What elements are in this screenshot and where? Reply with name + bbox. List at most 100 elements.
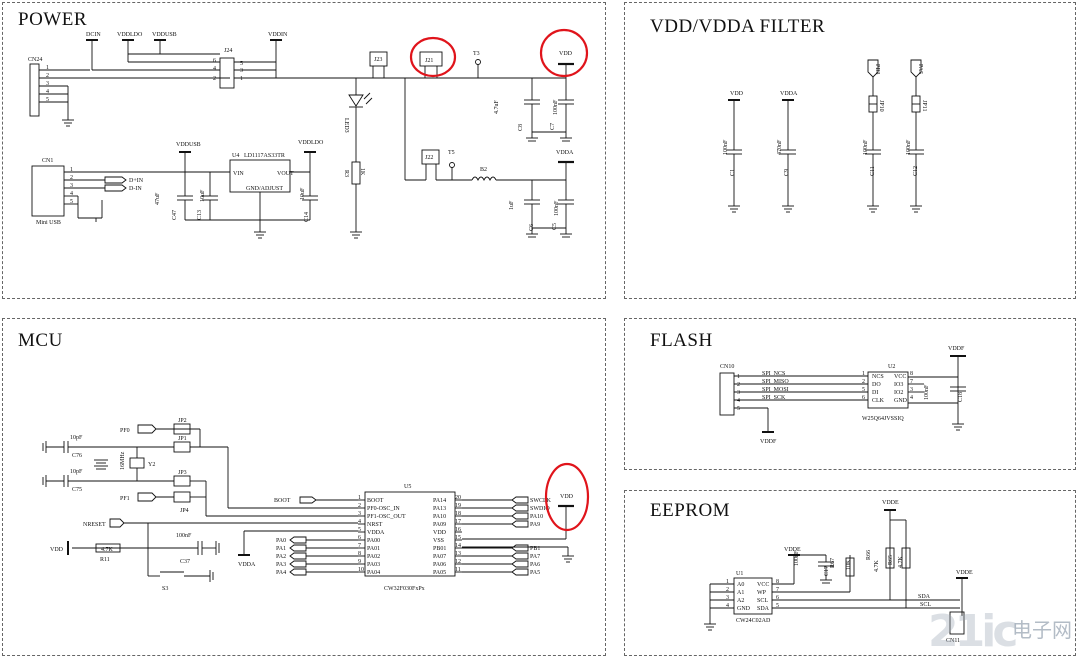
mcu-pin-number: 14 (455, 543, 461, 549)
u1-eeprom-chip (733, 577, 773, 615)
mcu-net-label: BOOT (274, 498, 291, 504)
mcu-schematic: U5 CW32F030FxPx BOOT1BOOTPF0-OSC_IN2PF1-… (42, 418, 590, 592)
mcu-pin-name: PA06 (433, 562, 446, 568)
svg-text:10K: 10K (846, 559, 852, 570)
eeprom-pin-name: WP (757, 590, 767, 596)
flash-panel (624, 318, 1076, 470)
b2-label: B2 (480, 167, 487, 173)
svg-text:3: 3 (70, 183, 73, 189)
svg-text:PF0: PF0 (120, 428, 130, 434)
svg-text:VDDE: VDDE (784, 547, 801, 553)
svg-text:100nF: 100nF (176, 533, 192, 539)
flash-pin-name: DO (872, 382, 881, 388)
flash-pin-number: 7 (910, 379, 913, 385)
eeprom-pin-number: 7 (776, 587, 779, 593)
mcu-pin-name: PA07 (433, 554, 446, 560)
mcu-pin-name: PA01 (367, 546, 380, 552)
t5-testpoint (449, 162, 455, 168)
eeprom-pin-name: VCC (757, 582, 769, 588)
svg-text:6: 6 (213, 58, 216, 64)
mcu-pin-name: PB01 (433, 546, 446, 552)
svg-text:47uF: 47uF (155, 192, 161, 205)
mcu-pin-number: 3 (358, 511, 361, 517)
svg-text:2: 2 (213, 76, 216, 82)
eeprom-pin-number: 1 (726, 579, 729, 585)
svg-text:JP4: JP4 (180, 508, 189, 514)
svg-text:S3: S3 (162, 586, 168, 592)
mcu-net-label: PA5 (530, 570, 540, 576)
mcu-pin-number: 16 (455, 527, 461, 533)
mcu-pin-number: 20 (455, 495, 461, 501)
mcu-pin-number: 6 (358, 535, 361, 541)
mcu-pin-name: PA13 (433, 506, 446, 512)
eeprom-pin-name: A0 (737, 582, 744, 588)
c7-label: C7 (550, 123, 556, 130)
mcu-pin-number: 7 (358, 543, 361, 549)
svg-text:5: 5 (70, 199, 73, 205)
t5-label: T5 (448, 150, 455, 156)
flash-net-label: SPI_MOSI (762, 387, 789, 393)
mcu-pin-number: 2 (358, 503, 361, 509)
svg-text:CW24C02AD: CW24C02AD (736, 618, 771, 624)
r3-value: 1K (359, 168, 365, 176)
flash-net-label: SPI_NCS (762, 371, 785, 377)
svg-text:100nF: 100nF (906, 139, 912, 155)
mcu-net-flag (289, 568, 307, 576)
svg-text:2: 2 (46, 73, 49, 79)
svg-text:R11: R11 (100, 557, 110, 563)
j24-label: J24 (224, 48, 232, 54)
filter-section-title: VDD/VDDA FILTER (650, 16, 826, 37)
vddldo-label: VDDLDO (117, 32, 143, 38)
flash-pin-name: IO2 (894, 390, 903, 396)
mcu-pin-number: 1 (358, 495, 361, 501)
mcu-pin-name: PA03 (367, 562, 380, 568)
svg-text:10pF: 10pF (70, 469, 83, 475)
svg-text:10uF: 10uF (200, 189, 206, 202)
svg-text:VDDA: VDDA (780, 91, 798, 97)
j24-jumper (219, 57, 235, 89)
mcu-pin-number: 11 (455, 567, 461, 573)
u5-mcu (364, 491, 456, 577)
mcu-pin-number: 4 (358, 519, 361, 525)
mcu-pin-number: 15 (455, 535, 461, 541)
svg-text:U2: U2 (888, 364, 895, 370)
t3-testpoint (475, 59, 481, 65)
mcu-net-label: SWCLK (530, 498, 552, 504)
watermark-logo: 21ic (928, 606, 1018, 657)
svg-text:1: 1 (240, 76, 243, 82)
mcu-pin-number: 8 (358, 551, 361, 557)
svg-text:C76: C76 (72, 453, 82, 459)
led3-label: LED3 (343, 118, 349, 133)
svg-text:C12: C12 (913, 166, 919, 176)
mcu-net-flag (299, 496, 317, 504)
flash-pin-number: 6 (862, 395, 865, 401)
svg-text:U5: U5 (404, 484, 411, 490)
svg-text:100nF: 100nF (924, 384, 930, 400)
mcu-net-flag (511, 496, 529, 504)
svg-text:16MHz: 16MHz (120, 451, 126, 470)
mcu-panel (2, 318, 606, 656)
svg-text:CN10: CN10 (720, 364, 734, 370)
mcu-pin-number: 5 (358, 527, 361, 533)
mcu-pin-name: VDD (433, 530, 447, 536)
ldo-part: LD1117AS33TR (244, 153, 285, 159)
svg-text:100nF: 100nF (723, 139, 729, 155)
mcu-pin-number: 17 (455, 519, 461, 525)
cn10-connector (719, 372, 735, 416)
svg-text:VDDE: VDDE (882, 500, 899, 506)
dminus-net: D-IN (129, 186, 142, 192)
svg-text:C37: C37 (180, 559, 190, 565)
mcu-net-flag (289, 536, 307, 544)
svg-text:VDD: VDD (730, 91, 744, 97)
mcu-net-label: PA10 (530, 514, 543, 520)
svg-text:10uF: 10uF (300, 187, 306, 200)
vddusb2-label: VDDUSB (176, 142, 201, 148)
svg-text:SDA: SDA (918, 594, 931, 600)
svg-text:VIN: VIN (233, 171, 244, 177)
mcu-net-flag (289, 560, 307, 568)
mcu-net-flag (289, 544, 307, 552)
j21-jumper (419, 51, 443, 67)
eeprom-section-title: EEPROM (650, 500, 731, 521)
mini-usb-label: Mini USB (36, 220, 61, 226)
